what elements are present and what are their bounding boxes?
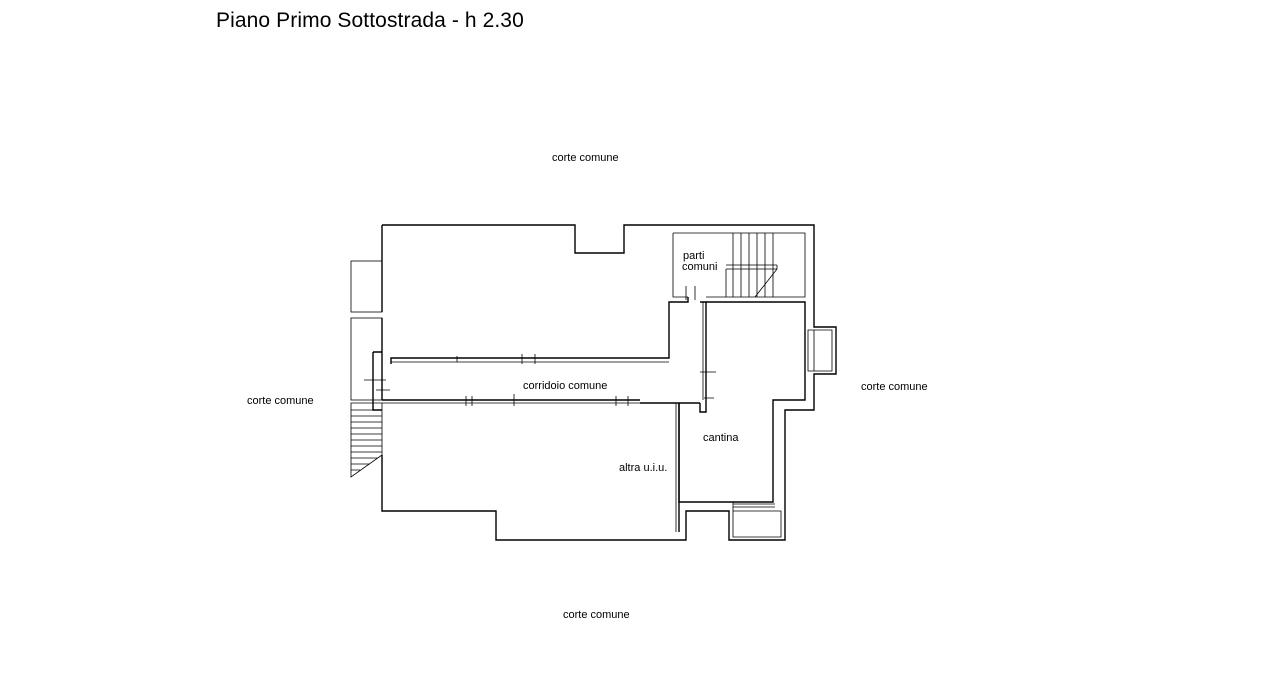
label-corte-left: corte comune xyxy=(247,395,314,407)
door-marks xyxy=(364,354,716,406)
left-light-well-upper xyxy=(350,260,383,313)
plan-title: Piano Primo Sottostrada - h 2.30 xyxy=(216,9,524,32)
label-corte-bottom: corte comune xyxy=(563,609,630,621)
label-corte-right: corte comune xyxy=(861,381,928,393)
stair-door-marks xyxy=(685,286,696,300)
left-light-well-lower xyxy=(350,317,383,401)
stairs xyxy=(725,233,778,298)
corridor-lower-wall xyxy=(382,399,700,404)
label-altra-uiu: altra u.i.u. xyxy=(619,462,668,474)
corridor-upper-wall-left xyxy=(372,351,382,411)
label-corte-top: corte comune xyxy=(552,152,619,164)
label-cantina: cantina xyxy=(703,432,739,444)
cantina-wall xyxy=(678,301,806,503)
stair-to-cantina-wall xyxy=(390,297,689,364)
label-corridoio: corridoio comune xyxy=(523,380,608,392)
corridor-end-wall xyxy=(699,301,707,413)
right-light-well xyxy=(807,329,833,372)
label-parti: parti xyxy=(683,250,705,262)
label-comuni: comuni xyxy=(682,261,718,273)
outer-wall xyxy=(381,224,837,541)
cantina-bottom-step xyxy=(732,502,782,538)
left-stair xyxy=(350,402,383,478)
